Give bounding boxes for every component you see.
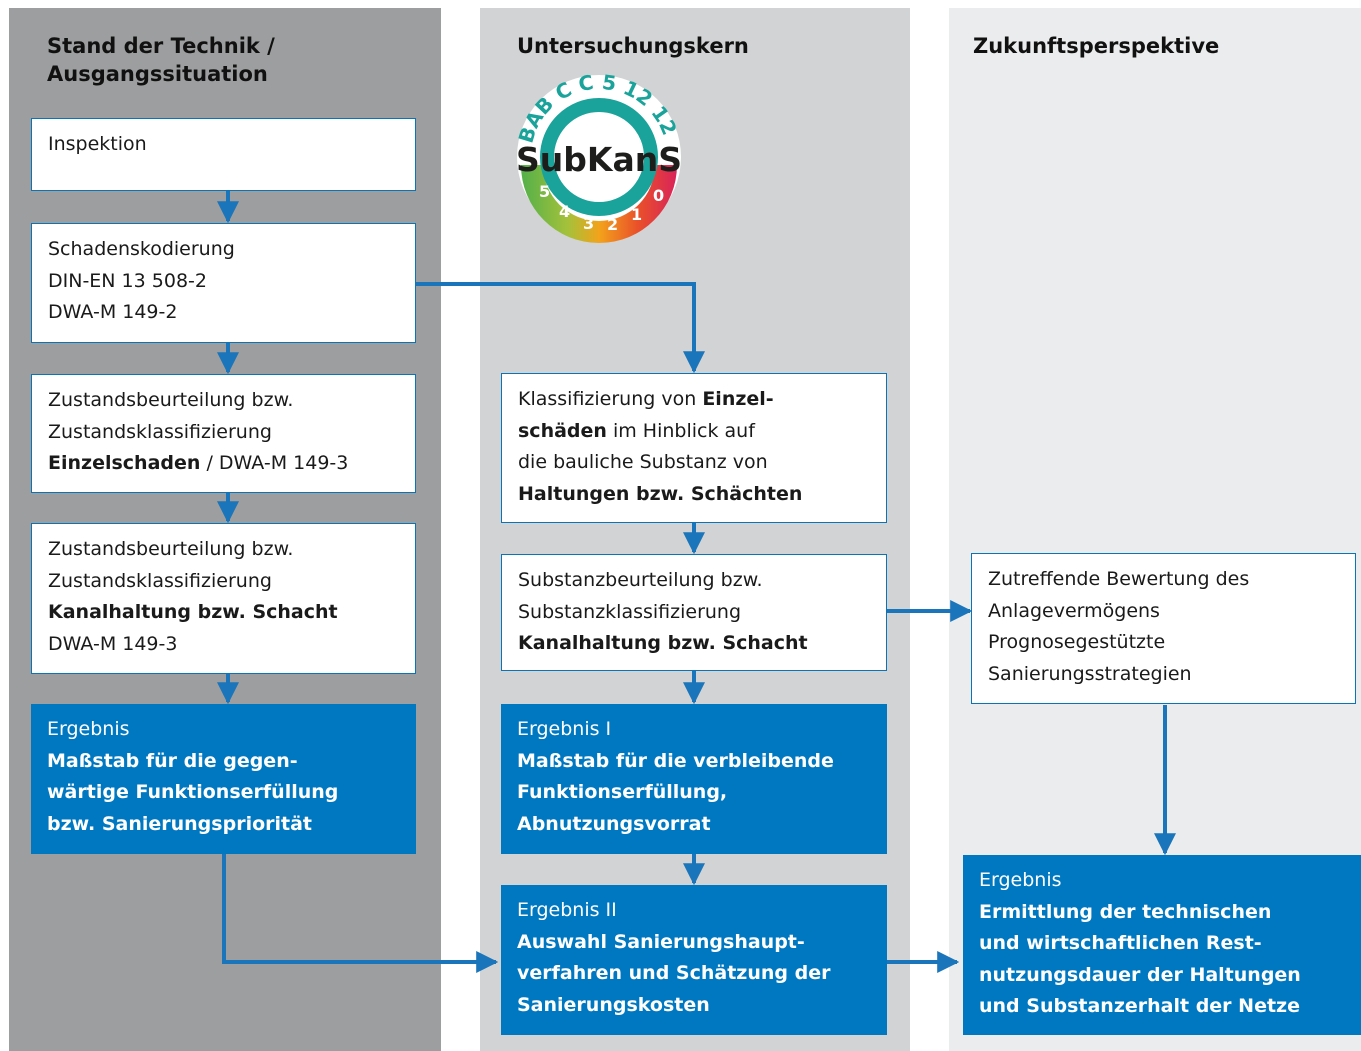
box-zutreffende-bewertung: Zutreffende Bewertung des Anlagevermögen… [971, 553, 1356, 704]
result-left-line1: Maßstab für die gegen- [47, 749, 298, 772]
box-schadenskodierung-line2: DIN-EN 13 508-2 [48, 269, 207, 292]
box-substanz-bold: Kanalhaltung bzw. Schacht [518, 632, 808, 654]
logo-digit-0: 0 [653, 186, 664, 205]
box-schadenskodierung-line1: Schadenskodierung [48, 238, 235, 260]
box-zustand-kanalhaltung-bold: Kanalhaltung bzw. Schacht [48, 601, 338, 623]
logo-digit-4: 4 [559, 202, 570, 221]
box-bewertung-line1: Zutreffende Bewertung des [988, 568, 1250, 590]
box-klassifizierung-bold4: Haltungen bzw. Schächten [518, 482, 803, 505]
column-title-future-perspective: Zukunftsperspektive [973, 34, 1220, 58]
logo-digit-1: 1 [631, 205, 642, 224]
result-middle-2-line2: verfahren und Schätzung der [517, 962, 831, 984]
box-bewertung-line2: Anlagevermögens [988, 599, 1160, 622]
result-right-line1: Ermittlung der technischen [979, 900, 1272, 923]
box-klassifizierung-pre: Klassifizierung von [518, 388, 703, 410]
result-right-line4: und Substanzerhalt der Netze [979, 995, 1300, 1017]
box-schadenskodierung: Schadenskodierung DIN-EN 13 508-2 DWA-M … [31, 223, 416, 343]
result-middle-2-line1: Auswahl Sanierungshaupt- [517, 930, 805, 953]
result-middle-1-line2: Funktionserfüllung, [517, 781, 728, 803]
box-klassifizierung-bold2: schäden [518, 419, 607, 442]
column-title-investigation-core: Untersuchungskern [517, 34, 749, 58]
box-bewertung-line3: Prognosegestützte [988, 631, 1166, 653]
box-zustand-kanalhaltung-line4: DWA-M 149-3 [48, 632, 178, 655]
result-right-line3: nutzungsdauer der Haltungen [979, 963, 1301, 986]
box-zustand-einzelschaden-rest: / DWA-M 149-3 [200, 452, 349, 474]
logo-digit-5: 5 [539, 182, 550, 201]
box-klassifizierung-line3: die bauliche Substanz von [518, 451, 768, 473]
column-title-current-state: Stand der Technik / Ausgangssituation [47, 34, 275, 86]
result-left-line2: wärtige Funktionserfüllung [47, 781, 339, 803]
box-substanz-line1: Substanzbeurteilung bzw. [518, 569, 763, 591]
box-substanz-line2: Substanzklassifizierung [518, 600, 742, 623]
result-middle-1-line3: Abnutzungsvorrat [517, 812, 711, 835]
box-zustand-einzelschaden-line2: Zustandsklassifizierung [48, 420, 272, 443]
box-klassifizierung-rest: im Hinblick auf [606, 419, 755, 442]
result-middle-1-label: Ergebnis I [517, 718, 612, 740]
logo-digit-2: 2 [607, 215, 618, 234]
logo-name: SubKanS [516, 140, 682, 179]
box-klassifizierung-einzelschaeden: Klassifizierung von Einzel- schäden im H… [501, 373, 887, 523]
box-bewertung-line4: Sanierungsstrategien [988, 662, 1192, 685]
logo-digit-3: 3 [583, 214, 594, 233]
result-middle-1: Ergebnis I Maßstab für die verbleibende … [501, 704, 887, 854]
result-left-label: Ergebnis [47, 718, 130, 740]
box-klassifizierung-bold1: Einzel- [702, 388, 774, 410]
box-zustand-kanalhaltung-line2: Zustandsklassifizierung [48, 569, 272, 592]
result-left-line3: bzw. Sanierungspriorität [47, 812, 312, 835]
result-left: Ergebnis Maßstab für die gegen- wärtige … [31, 704, 416, 854]
box-zustand-einzelschaden-line1: Zustandsbeurteilung bzw. [48, 389, 294, 411]
box-inspektion-text: Inspektion [48, 133, 147, 155]
subkans-logo: BAB C C 5 12 12 SubKanS 5 4 3 2 1 0 [514, 70, 682, 243]
result-middle-2-line3: Sanierungskosten [517, 993, 710, 1016]
box-zustand-einzelschaden-bold: Einzelschaden [48, 452, 201, 474]
box-schadenskodierung-line3: DWA-M 149-2 [48, 301, 178, 323]
result-middle-2-label: Ergebnis II [517, 899, 617, 921]
result-middle-2: Ergebnis II Auswahl Sanierungshaupt- ver… [501, 885, 887, 1035]
box-zustand-einzelschaden: Zustandsbeurteilung bzw. Zustandsklassif… [31, 374, 416, 493]
result-middle-1-line1: Maßstab für die verbleibende [517, 749, 834, 772]
arrow-left-ergebnis-to-ergebnis2 [222, 854, 499, 973]
box-inspektion: Inspektion [31, 118, 416, 191]
box-substanzbeurteilung: Substanzbeurteilung bzw. Substanzklassif… [501, 554, 887, 671]
box-zustand-kanalhaltung-line1: Zustandsbeurteilung bzw. [48, 538, 294, 560]
result-right: Ergebnis Ermittlung der technischen und … [963, 855, 1361, 1035]
result-right-line2: und wirtschaftlichen Rest- [979, 932, 1262, 954]
result-right-label: Ergebnis [979, 869, 1062, 891]
arrow-kodierung-to-klassifizierung [415, 282, 705, 374]
box-zustand-kanalhaltung: Zustandsbeurteilung bzw. Zustandsklassif… [31, 523, 416, 674]
